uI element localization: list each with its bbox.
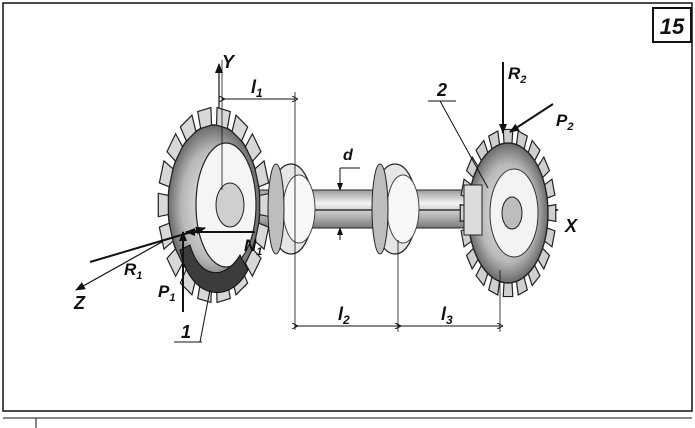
gear-tooth [157,192,169,218]
x-axis-label: X [564,216,578,236]
force-r2-label: R2 [508,64,526,86]
force-r1-label: R1 [124,260,142,282]
gear-tooth [502,282,514,298]
gear-tooth [166,132,184,163]
gear-tooth [244,132,262,163]
part2-label: 2 [436,80,447,100]
gear-tooth [244,247,262,278]
spur-gear-2 [459,128,557,298]
dim-l1-label: l1 [251,77,263,100]
drawing-frame [2,2,693,412]
force-n1-label: N1 [244,236,262,258]
part2-leader [439,100,489,189]
bearing-left [267,163,316,255]
gear-tooth [158,159,174,188]
part1-leader [199,289,211,343]
gear-tooth [547,203,557,223]
sheet-number: 15 [660,14,685,39]
gear-tooth [254,159,270,188]
bearing-right [371,163,420,255]
force-p1-label: P1 [158,282,175,304]
bevel-gear-1 [157,106,271,304]
dim-l3-label: l3 [441,304,453,327]
sheet-number-box [652,7,692,43]
gear-tooth [231,114,249,143]
gear-tooth [254,222,270,251]
z-axis-label: Z [73,293,86,313]
gear-tooth [179,114,197,143]
part1-label: 1 [181,322,191,342]
dim-d-label: d [343,147,354,164]
force-p2-label: P2 [556,111,573,133]
gear-tooth [158,222,174,251]
gear-tooth [215,106,231,130]
gear-tooth [166,247,184,278]
dim-l2-label: l2 [338,304,350,327]
y-axis-label: Y [222,52,236,72]
force-p2-arrow [509,103,554,133]
gear-tooth [197,106,213,130]
